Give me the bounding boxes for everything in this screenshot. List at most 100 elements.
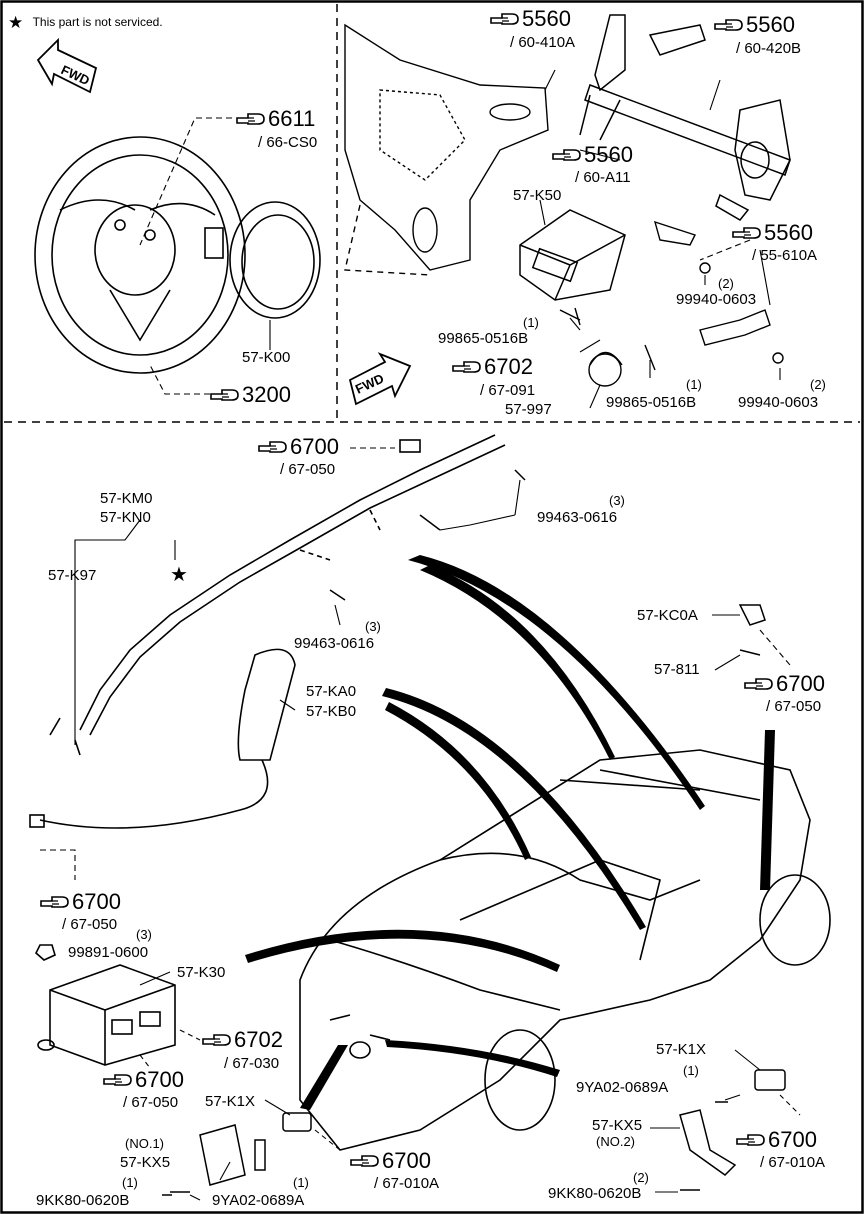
qty-99865-0516B-b: (1) [686,377,702,392]
ref-5560-d-page: / 55-610A [752,247,818,264]
part-99463-0616-a: 99463-0616 [537,509,618,526]
part-9YA02-0689A-b: 9YA02-0689A [576,1079,669,1096]
ref-6700-a-page: / 67-050 [280,461,336,478]
star-icon: ★ [8,13,24,32]
star-marker-icon: ★ [170,564,188,586]
ref-5560-b-page: / 60-420B [736,40,802,57]
qty-99940-0603-b: (2) [810,377,826,392]
knee-airbag-illustration [29,648,296,829]
sensor-illustrations [162,309,786,1196]
part-99940-0603-b: 99940-0603 [738,394,819,411]
ref-6700-f: 6700 [736,1129,817,1151]
curtain-airbag-illustration [49,434,506,756]
ref-6700-a: 6700 [258,436,339,458]
ref-6702-a-page: / 67-091 [480,382,536,399]
ref-6702-b-page: / 67-030 [224,1055,280,1072]
part-57-K30: 57-K30 [177,964,226,981]
pointing-hand-icon [736,1134,765,1146]
ref-6700-b-page: / 67-050 [766,698,822,715]
pointing-hand-icon [552,149,581,161]
not-serviced-note: ★ This part is not serviced. [8,14,163,31]
cowl-bracket-illustration [579,14,791,221]
qty-99463-0616-b: (3) [365,619,381,634]
qty-9KK80-0620B-b: (2) [633,1170,649,1185]
ref-6700-d: 6700 [103,1069,184,1091]
qty-9YA02-0689A-b: (1) [683,1063,699,1078]
ref-6700-c-page: / 67-050 [62,916,118,933]
ref-5560-c-page: / 60-A11 [575,169,631,186]
part-57-997: 57-997 [505,401,552,418]
steering-wheel-illustration [34,136,246,374]
pointing-hand-icon [350,1155,379,1167]
passenger-airbag-module [519,209,626,301]
pointing-hand-icon [258,441,287,453]
instrument-panel-illustration [344,23,549,276]
qty-99463-0616-a: (3) [609,493,625,508]
part-57-K1X-b: 57-K1X [656,1041,707,1058]
ref-6700-e-page: / 67-010A [374,1175,440,1192]
ref-6702-a: 6702 [452,356,533,378]
pointing-hand-icon [40,896,69,908]
pointing-hand-icon [714,19,743,31]
part-99463-0616-b: 99463-0616 [294,635,375,652]
small-brackets [574,220,784,387]
part-99865-0516B-a: 99865-0516B [438,330,529,347]
ref-6700-f-page: / 67-010A [760,1154,826,1171]
part-57-K00: 57-K00 [242,349,291,366]
pointing-hand-icon [732,227,761,239]
ref-6611-page: / 66-CS0 [258,134,318,151]
ref-5560-b: 5560 [714,14,795,36]
ref-6611: 6611 [236,108,315,130]
ref-6700-d-page: / 67-050 [123,1094,179,1111]
fwd-arrow-left-icon: FWD [36,37,98,94]
pointing-hand-icon [236,113,265,125]
pointing-hand-icon [202,1034,231,1046]
qty-57-KX5-no2: (NO.2) [596,1134,635,1149]
qty-9KK80-0620B-a: (1) [122,1175,138,1190]
ref-5560-d: 5560 [732,222,813,244]
pointing-hand-icon [744,678,773,690]
leader-lines [40,69,801,1201]
part-57-KN0: 57-KN0 [100,509,151,526]
ref-6700-b: 6700 [744,673,825,695]
part-57-K97: 57-K97 [48,567,97,584]
ref-6700-e: 6700 [350,1150,431,1172]
ref-6700-c: 6700 [40,891,121,913]
fwd-arrow-right-icon: FWD [348,352,412,406]
pointing-hand-icon [452,361,481,373]
qty-99940-0603-a: (2) [718,276,734,291]
ref-5560-a-page: / 60-410A [510,34,576,51]
note-text: This part is not serviced. [32,15,163,29]
part-57-KB0: 57-KB0 [306,703,357,720]
vehicle-illustration [299,749,831,1151]
ref-5560-c: 5560 [552,144,633,166]
ref-6702-b: 6702 [202,1029,283,1051]
part-99940-0603-a: 99940-0603 [676,291,757,308]
pointing-hand-icon [103,1074,132,1086]
part-9YA02-0689A-a: 9YA02-0689A [212,1192,305,1209]
part-9KK80-0620B-b: 9KK80-0620B [548,1185,642,1202]
qty-57-KX5-no1: (NO.1) [125,1136,164,1151]
part-99891-0600: 99891-0600 [68,944,149,961]
leader-strokes [245,555,775,1110]
part-57-KX5-no2: 57-KX5 [592,1117,643,1134]
qty-9YA02-0689A-a: (1) [293,1175,309,1190]
ref-3200: 3200 [210,384,291,406]
qty-99891-0600: (3) [136,927,152,942]
part-9KK80-0620B-a: 9KK80-0620B [36,1192,130,1209]
part-57-K1X-a: 57-K1X [205,1093,256,1110]
qty-99865-0516B-a: (1) [523,315,539,330]
part-57-KC0A: 57-KC0A [637,607,698,624]
airbag-control-unit-illustration [35,944,176,1066]
ref-5560-a: 5560 [490,8,571,30]
part-57-KX5-no1: 57-KX5 [120,1154,171,1171]
pointing-hand-icon [490,13,519,25]
part-57-K50: 57-K50 [513,187,562,204]
part-57-KM0: 57-KM0 [100,490,153,507]
part-99865-0516B-b: 99865-0516B [606,394,697,411]
part-57-KA0: 57-KA0 [306,683,357,700]
pointing-hand-icon [210,389,239,401]
